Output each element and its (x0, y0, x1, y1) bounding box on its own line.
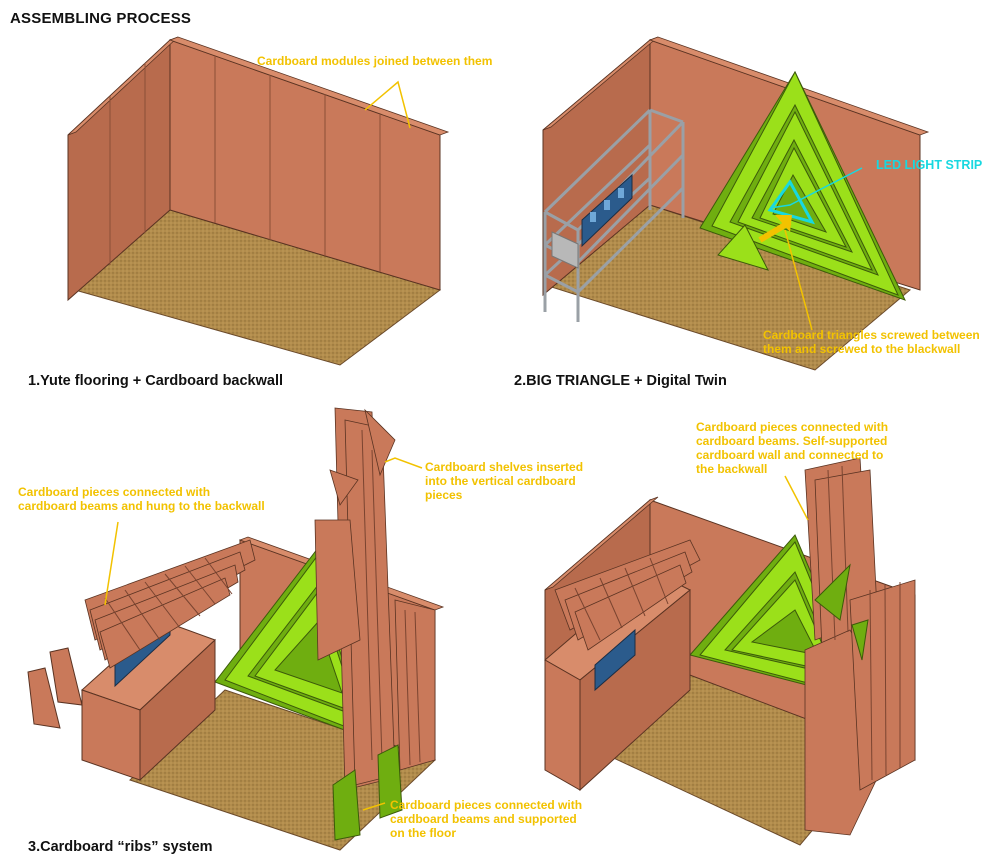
note-triangles: Cardboard triangles screwed between them… (763, 328, 980, 356)
step-2-label: 2.BIG TRIANGLE + Digital Twin (514, 373, 727, 389)
step-3-label: 3.Cardboard “ribs” system (28, 839, 213, 855)
note-floor: Cardboard pieces connected with cardboar… (390, 798, 583, 840)
note-led: LED LIGHT STRIP (876, 158, 983, 172)
panel-3-room (27, 407, 445, 851)
note-shelves: Cardboard shelves inserted into the vert… (425, 460, 584, 502)
panel-4-room (544, 457, 916, 846)
note-hung: Cardboard pieces connected with cardboar… (18, 485, 265, 513)
note-modules: Cardboard modules joined between them (257, 54, 493, 68)
panel-1-room (67, 36, 450, 366)
note-self-supported: Cardboard pieces connected with cardboar… (696, 420, 889, 476)
step-1-label: 1.Yute flooring + Cardboard backwall (28, 373, 284, 389)
page-title: ASSEMBLING PROCESS (10, 10, 192, 27)
panel-2-room (542, 36, 930, 371)
